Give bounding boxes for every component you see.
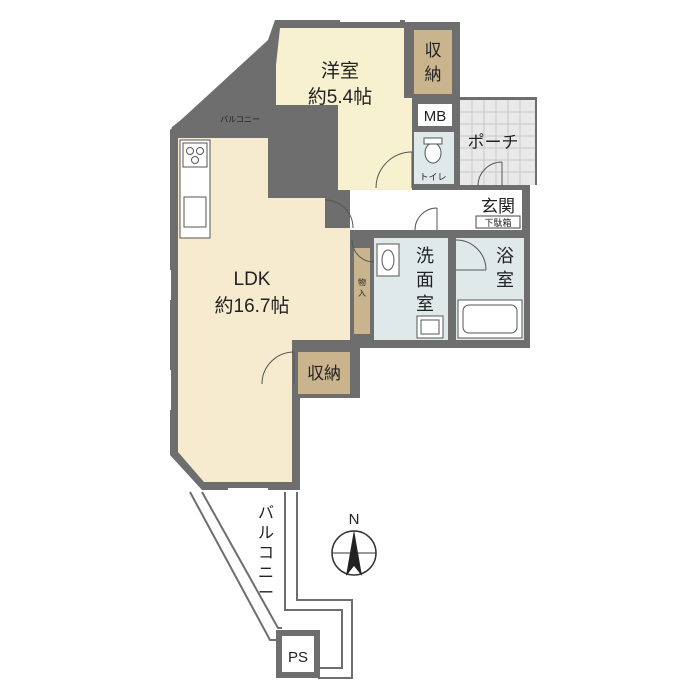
- ldk-name: LDK: [234, 269, 271, 290]
- balcony-area: PS: [189, 491, 353, 679]
- balcony-char-3: コ: [258, 543, 274, 562]
- bath-label-2: 室: [496, 270, 514, 290]
- storage-top-label-2: 納: [425, 65, 442, 84]
- entrance-label: 玄関: [481, 197, 515, 216]
- compass: N: [331, 511, 377, 576]
- balcony-char-4: ニ: [258, 563, 274, 582]
- shoe-box: [475, 215, 521, 229]
- balcony-char-1: バ: [258, 503, 274, 522]
- north-arrow-icon: [346, 530, 362, 576]
- bath-label-1: 浴: [496, 246, 514, 266]
- corridor-floor: [350, 190, 474, 230]
- western-room-floor: [276, 28, 412, 190]
- windows: [169, 20, 400, 490]
- compass-north-label: N: [349, 511, 360, 528]
- mb-box: [418, 104, 452, 126]
- ps-label: PS: [288, 649, 308, 666]
- washroom-label-3: 室: [416, 294, 434, 314]
- ldk-size: 約16.7帖: [215, 295, 290, 317]
- small-balcony: バルコニー: [171, 54, 269, 131]
- storage-top: [414, 30, 452, 94]
- western-room-name: 洋室: [321, 60, 359, 82]
- closet-label-2: 入: [358, 289, 366, 298]
- kitchen-sink-icon: [183, 196, 207, 228]
- balcony-char-5: ー: [258, 583, 274, 602]
- ldk-floor: [178, 138, 350, 482]
- balcony-main-label: バ ル コ ニ ー: [258, 503, 274, 602]
- washroom-label-1: 洗: [416, 246, 434, 266]
- toilet-bowl-icon: [424, 142, 442, 164]
- mb-label: MB: [424, 108, 447, 125]
- door-swings: [261, 151, 503, 385]
- closet-label-1: 物: [358, 277, 366, 287]
- kitchen-counter: [179, 139, 211, 239]
- closet-floor: [354, 248, 370, 334]
- shoe-box-label: 下駄箱: [484, 217, 511, 228]
- storage-top-label-1: 収: [425, 41, 442, 60]
- washer-pan-icon: [416, 315, 444, 339]
- western-room-size: 約5.4帖: [308, 86, 372, 108]
- balcony-char-2: ル: [258, 523, 274, 542]
- small-balcony-label: バルコニー: [220, 115, 260, 124]
- porch-area: ポーチ: [460, 100, 535, 185]
- toilet-label: トイレ: [419, 172, 446, 182]
- storage-ldk-label: 収納: [307, 364, 341, 383]
- bathtub-icon: [457, 299, 523, 339]
- porch-label: ポーチ: [468, 133, 519, 152]
- washroom-label-2: 面: [416, 270, 434, 290]
- storage-ldk: [298, 352, 350, 394]
